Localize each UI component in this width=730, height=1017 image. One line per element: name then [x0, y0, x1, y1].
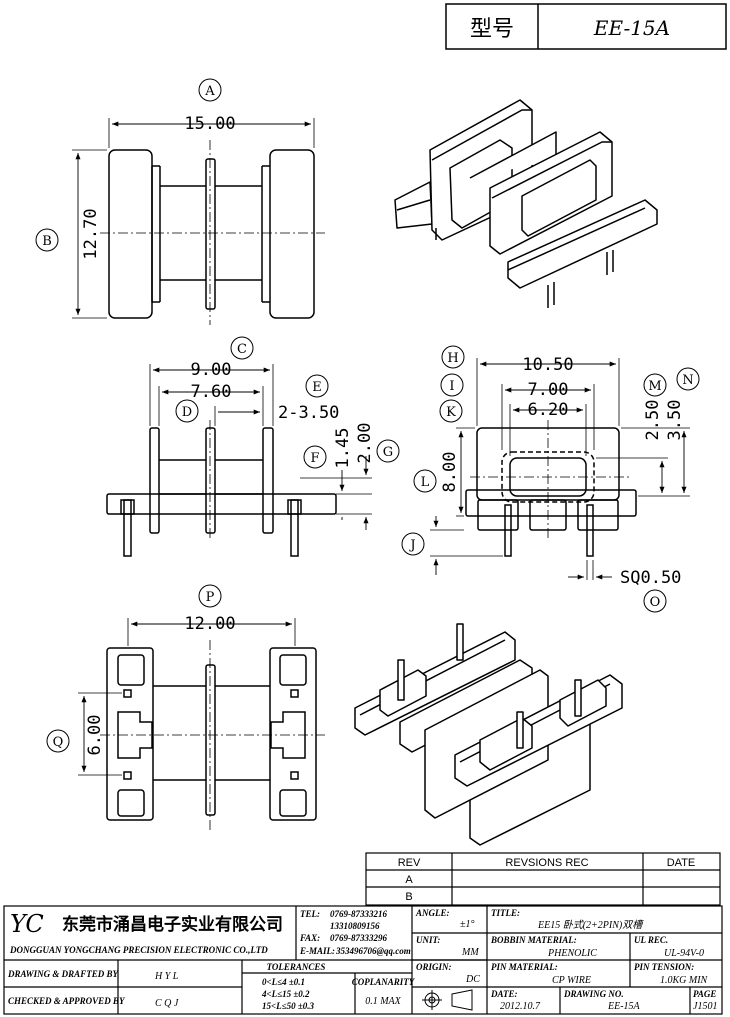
tolerances-label: TOLERANCES [267, 962, 326, 972]
callout-q: Q [53, 735, 64, 750]
dim-f-value: 1.45 [333, 428, 353, 469]
bobbin-material-value: PHENOLIC [547, 948, 597, 959]
title-block-grid [3, 905, 723, 1015]
callout-i: I [449, 379, 454, 394]
drawn-by-label: DRAWING & DRAFTED BY [7, 969, 119, 979]
model-number: EE-15A [593, 16, 670, 40]
date-label: DATE: [490, 989, 518, 999]
page-value: J1501 [693, 1001, 717, 1012]
tolerance-2: 4<L≤15 ±0.2 [261, 989, 310, 999]
pin-material-value: CP WIRE [552, 975, 591, 986]
angle-label: ANGLE: [415, 908, 450, 918]
drawing-no-label: DRAWING NO. [563, 989, 624, 999]
tel-value: 0769-87333216 [330, 909, 387, 919]
type-label: 型号 [470, 17, 514, 42]
callout-d: D [182, 405, 192, 420]
mobile-value: 13310809156 [330, 921, 380, 931]
callout-m: M [648, 379, 661, 394]
tel-label: TEL: [300, 909, 320, 919]
dim-h-value: 10.50 [522, 355, 573, 375]
callout-a: A [204, 84, 215, 99]
dim-n-value: 3.50 [665, 400, 685, 441]
company-name-cn: 东莞市涌昌电子实业有限公司 [62, 914, 283, 935]
callout-o: O [650, 595, 661, 610]
origin-label: ORIGIN: [416, 962, 452, 972]
callout-b: B [42, 234, 52, 249]
isometric-view-bottom [354, 623, 623, 846]
unit-value: MM [461, 947, 479, 958]
callout-h: H [447, 351, 458, 366]
dim-p-value: 12.00 [184, 614, 235, 634]
dim-a-value: 15.00 [184, 114, 235, 134]
drawing-no-value: EE-15A [607, 1001, 641, 1012]
model-header: 型号 EE-15A [445, 3, 727, 50]
callout-k: K [446, 405, 456, 420]
tolerance-1: 0<L≤4 ±0.1 [262, 977, 305, 987]
email-label: E-MAIL: [299, 946, 335, 956]
ul-rec-value: UL-94V-0 [664, 948, 704, 959]
callout-j: J [408, 538, 415, 553]
dim-b-value: 12.70 [81, 208, 101, 259]
isometric-view-top [394, 99, 658, 308]
pin-tension-label: PIN TENSION: [634, 962, 694, 972]
dim-k-value: 6.20 [528, 400, 569, 420]
callout-c: C [237, 342, 247, 357]
dim-l-value: 8.00 [440, 452, 460, 493]
rev-header: REV [398, 857, 421, 869]
checked-by-label: CHECKED & APPROVED BY [8, 996, 126, 1006]
angle-value: ±1° [460, 919, 475, 930]
origin-value: DC [465, 974, 480, 985]
coplanarity-value: 0.1 MAX [365, 996, 401, 1007]
callout-markers [35, 78, 700, 753]
ul-rec-label: UL REC. [634, 935, 668, 945]
title-label: TITLE: [491, 908, 520, 918]
callout-p: P [206, 590, 215, 605]
email-value: 353496706@qq.com [335, 946, 411, 956]
title-block-text: YC 东莞市涌昌电子实业有限公司 DONGGUAN YONGCHANG PREC… [7, 908, 717, 1012]
callout-letters: A B C D E F G H I J K L M N O P Q [42, 84, 693, 750]
dim-c-value: 9.00 [191, 360, 232, 380]
unit-label: UNIT: [416, 935, 440, 945]
rev-row-b: B [405, 891, 412, 903]
bobbin-material-label: BOBBIN MATERIAL: [490, 935, 577, 945]
title-value: EE15 卧式(2+2PIN)双槽 [537, 919, 644, 931]
company-logo: YC [10, 910, 44, 938]
dim-e-value: 2-3.50 [278, 403, 339, 423]
dim-q-value: 6.00 [85, 715, 105, 756]
rev-date-header: DATE [667, 857, 696, 869]
date-value: 2012.10.7 [500, 1001, 541, 1012]
coplanarity-label: COPLANARITY [352, 977, 416, 987]
callout-f: F [310, 451, 319, 466]
revision-table [365, 852, 721, 906]
drawn-by-value: H Y L [154, 971, 179, 982]
bottom-view [78, 618, 325, 830]
callout-l: L [421, 475, 430, 490]
checked-by-value: C Q J [155, 998, 179, 1009]
top-view [72, 118, 325, 325]
projection-symbol-icon [422, 989, 473, 1011]
rev-row-a: A [405, 874, 413, 886]
front-view [430, 358, 690, 580]
company-name-en: DONGGUAN YONGCHANG PRECISION ELECTRONIC … [9, 945, 268, 955]
tolerance-3: 15<L≤50 ±0.3 [262, 1001, 315, 1011]
pin-material-label: PIN MATERIAL: [491, 962, 558, 972]
dim-g-value: 2.00 [355, 423, 375, 464]
callout-n: N [682, 373, 693, 388]
pin-tension-value: 1.0KG MIN [660, 975, 709, 986]
page-label: PAGE [693, 989, 716, 999]
fax-label: FAX: [299, 933, 320, 943]
dim-o-value: SQ0.50 [620, 568, 681, 588]
dim-m-value: 2.50 [643, 400, 663, 441]
dim-i-value: 7.00 [528, 380, 569, 400]
callout-g: G [383, 445, 393, 460]
fax-value: 0769-87333296 [330, 933, 387, 943]
dim-d-value: 7.60 [191, 382, 232, 402]
revision-table-text: REV REVSIONS REC DATE A B [398, 857, 696, 903]
rev-rec-header: REVSIONS REC [505, 857, 588, 869]
side-view [106, 364, 372, 557]
callout-e: E [312, 380, 322, 395]
